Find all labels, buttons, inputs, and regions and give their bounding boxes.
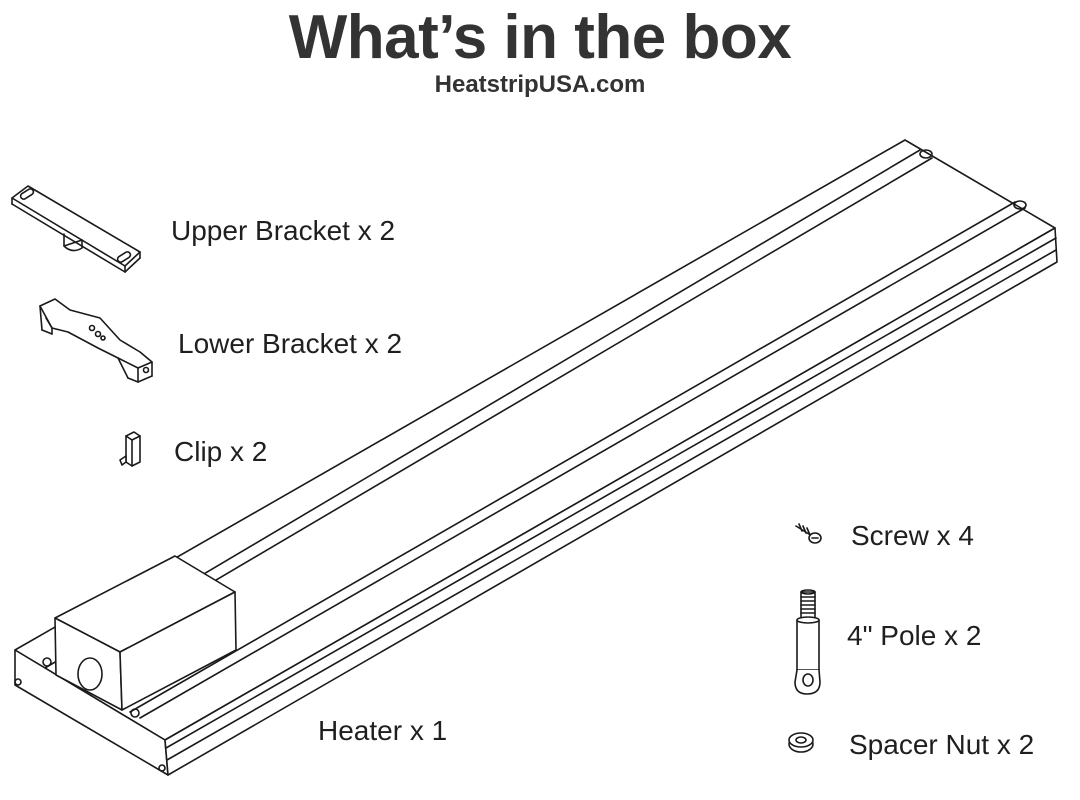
spacer-nut-illustration (789, 733, 813, 752)
lower-bracket-label: Lower Bracket x 2 (178, 328, 403, 359)
website-url: HeatstripUSA.com (434, 71, 646, 98)
screw-label: Screw x 4 (851, 520, 974, 551)
pole-label: 4" Pole x 2 (847, 620, 982, 651)
page-title: What’s in the box (288, 3, 792, 72)
lower-bracket-illustration (40, 299, 152, 382)
clip-illustration (120, 432, 140, 466)
clip-label: Clip x 2 (174, 436, 268, 467)
pole-illustration (795, 590, 820, 694)
screw-illustration (796, 524, 821, 543)
spacer-nut-label: Spacer Nut x 2 (849, 729, 1035, 760)
upper-bracket-illustration (12, 186, 140, 272)
upper-bracket-label: Upper Bracket x 2 (171, 215, 396, 246)
heater-illustration (15, 140, 1057, 775)
heater-label: Heater x 1 (318, 715, 448, 746)
